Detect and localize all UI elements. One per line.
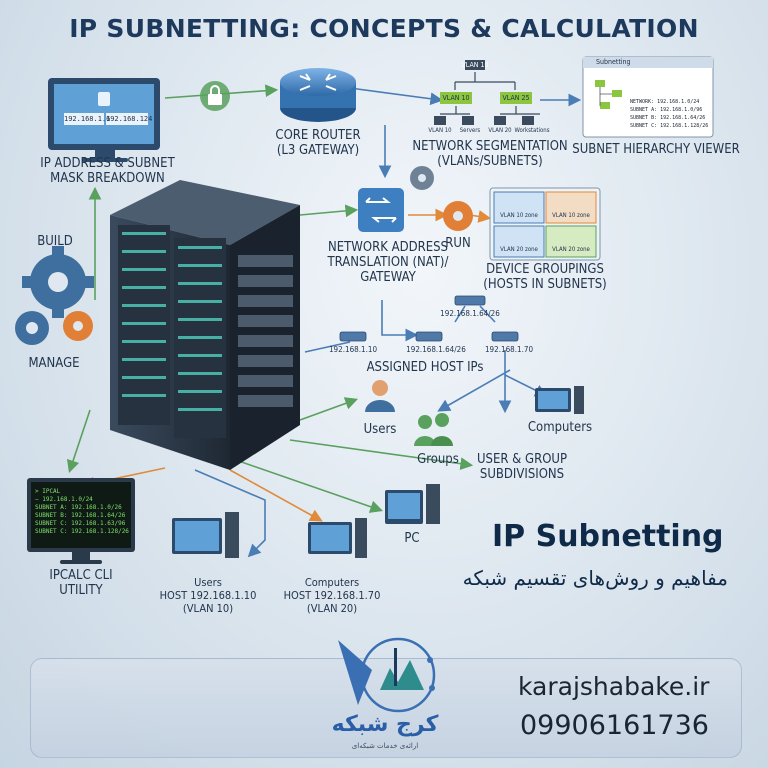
- pc-icon: [385, 484, 440, 524]
- nat-switch-icon: [358, 188, 404, 232]
- build-label: BUILD: [37, 234, 73, 249]
- vlan-tree: [434, 60, 540, 125]
- ipcalc-line: SUBNET B: 192.168.1.64/26: [35, 512, 126, 519]
- device-groupings-label-line-2: (HOSTS IN SUBNETS): [483, 277, 607, 292]
- ip-b-label: 192.168.124: [106, 115, 153, 123]
- lock-icon: [200, 81, 230, 111]
- ipcalc-line: > IPCAL: [35, 488, 61, 495]
- ipcalc-output: > IPCAL — 192.168.1.0/24 SUBNET A: 192.1…: [35, 488, 129, 536]
- computers-host-label-line-2: HOST 192.168.1.70: [283, 589, 381, 602]
- groups-label: Groups: [417, 452, 459, 467]
- ip-mask-monitor: [48, 78, 160, 162]
- hierarchy-line: SUBNET B: 192.168.1.64/26: [630, 115, 706, 121]
- gear-icon: [410, 166, 434, 190]
- vlan-tree-top: VLAN 10: [461, 61, 489, 69]
- core-router-label-line-2: (L3 GATEWAY): [276, 143, 360, 158]
- user-group-label: USER & GROUP SUBDIVISIONS: [462, 452, 582, 482]
- ipcalc-line: SUBNET C: 192.168.1.128/26: [35, 528, 129, 535]
- brand-name: کرج شبکه: [331, 712, 439, 737]
- nat-label: NETWORK ADDRESS TRANSLATION (NAT)/ GATEW…: [318, 240, 458, 285]
- users-host-pc: [172, 512, 239, 558]
- zone-label: VLAN 20 zone: [500, 246, 538, 253]
- hierarchy-line: NETWORK: 192.168.1.0/24: [630, 99, 700, 105]
- vlan-tree-leaf-4: Workstations: [514, 127, 550, 134]
- assigned-label: ASSIGNED HOST IPs: [366, 360, 484, 375]
- vlan-tree-leaf-2: Servers: [459, 127, 481, 134]
- core-router-label-line-1: CORE ROUTER: [275, 128, 361, 143]
- ipcalc-line: — 192.168.1.0/24: [35, 496, 93, 503]
- core-router-icon: [280, 68, 356, 122]
- vlan-tree-leaf-3: VLAN 20: [488, 127, 512, 134]
- hierarchy-lines: NETWORK: 192.168.1.0/24 SUBNET A: 192.16…: [630, 98, 712, 130]
- computers-host-label-line-1: Computers: [304, 576, 360, 589]
- computers-host-label-line-3: (VLAN 20): [306, 602, 358, 615]
- nat-label-line-2: TRANSLATION (NAT)/: [327, 255, 449, 270]
- server-rack: [110, 180, 300, 470]
- ipcalc-line: SUBNET A: 192.168.1.0/26: [35, 504, 122, 511]
- vlan-tree-left: VLAN 10: [442, 94, 470, 102]
- page-title: IP SUBNETTING: CONCEPTS & CALCULATION: [69, 14, 699, 43]
- computer-icon: [535, 386, 584, 414]
- ip-a-label: 192.168.1.6: [64, 115, 111, 123]
- device-groupings-label-line-1: DEVICE GROUPINGS: [486, 262, 604, 277]
- users-mid-label: Users: [363, 422, 397, 437]
- run-label: RUN: [445, 236, 471, 251]
- switch-icons: [339, 295, 519, 342]
- vlan-tree-right: VLAN 25: [502, 94, 530, 102]
- users-host-label-line-2: HOST 192.168.1.10: [159, 589, 257, 602]
- segmentation-label-line-2: (VLANs/SUBNETS): [437, 154, 543, 169]
- brand-tagline: ارائه‌ی خدمات شبکه‌ای: [351, 742, 419, 750]
- phone-number[interactable]: 09906161736: [520, 710, 709, 741]
- website-link[interactable]: karajshabake.ir: [518, 672, 710, 701]
- build-gear-icon: [22, 246, 94, 318]
- manage-label: MANAGE: [28, 356, 80, 371]
- hierarchy-line: SUBNET A: 192.168.1.0/96: [630, 107, 703, 113]
- users-host-label: Users HOST 192.168.1.10 (VLAN 10): [148, 576, 268, 615]
- assigned-ip: 192.168.1.10: [328, 345, 378, 354]
- brand-logo: [338, 637, 436, 713]
- hierarchy-viewer-label: SUBNET HIERARCHY VIEWER: [572, 142, 740, 157]
- ip-mask-label: IP ADDRESS & SUBNET MASK BREAKDOWN: [25, 156, 190, 186]
- ipcalc-label-line-2: UTILITY: [59, 583, 103, 598]
- hierarchy-line: SUBNET C: 192.168.1.128/26: [630, 123, 709, 129]
- pc-label: PC: [404, 531, 420, 546]
- computers-host-pc: [308, 518, 367, 558]
- core-router-label: CORE ROUTER (L3 GATEWAY): [258, 128, 378, 158]
- segmentation-label-line-1: NETWORK SEGMENTATION: [412, 139, 568, 154]
- subnet-hierarchy-window: [582, 56, 714, 138]
- promo-subtitle: مفاهیم و روش‌های تقسیم شبکه: [462, 566, 728, 590]
- computers-right-label: Computers: [527, 420, 593, 435]
- assigned-ip: 192.168.1.70: [484, 345, 534, 354]
- device-groupings-label: DEVICE GROUPINGS (HOSTS IN SUBNETS): [470, 262, 620, 292]
- ipcalc-terminal: [27, 478, 135, 564]
- assigned-top-ip: 192.168.1.64/26: [440, 309, 500, 318]
- zone-label: VLAN 10 zone: [500, 212, 538, 219]
- segmentation-label: NETWORK SEGMENTATION (VLANs/SUBNETS): [405, 139, 575, 169]
- user-icon: [365, 380, 395, 412]
- zone-label: VLAN 20 zone: [552, 246, 590, 253]
- assigned-ip: 192.168.1.64/26: [406, 345, 466, 354]
- groups-icon: [414, 413, 453, 446]
- ipcalc-line: SUBNET C: 192.168.1.63/96: [35, 520, 126, 527]
- nat-label-line-3: GATEWAY: [360, 270, 416, 285]
- hierarchy-window-title: Subnetting: [596, 58, 631, 66]
- nat-label-line-1: NETWORK ADDRESS: [328, 240, 448, 255]
- user-group-label-line-2: SUBDIVISIONS: [479, 467, 565, 482]
- device-groupings-panel: [489, 187, 601, 261]
- manage-gear-icon: [15, 311, 93, 345]
- users-host-label-line-1: Users: [194, 576, 222, 589]
- user-group-label-line-1: USER & GROUP: [476, 452, 568, 467]
- computers-host-label: Computers HOST 192.168.1.70 (VLAN 20): [272, 576, 392, 615]
- zone-label: VLAN 10 zone: [552, 212, 590, 219]
- ipcalc-label: IPCALC CLI UTILITY: [20, 568, 142, 598]
- promo-headline: IP Subnetting: [492, 519, 724, 554]
- ip-mask-label-line-1: IP ADDRESS & SUBNET: [40, 156, 175, 171]
- ipcalc-label-line-1: IPCALC CLI: [49, 568, 113, 583]
- vlan-tree-leaf-1: VLAN 10: [428, 127, 452, 134]
- run-gear-icon: [443, 201, 473, 231]
- users-host-label-line-3: (VLAN 10): [182, 602, 234, 615]
- ip-mask-label-line-2: MASK BREAKDOWN: [50, 171, 165, 186]
